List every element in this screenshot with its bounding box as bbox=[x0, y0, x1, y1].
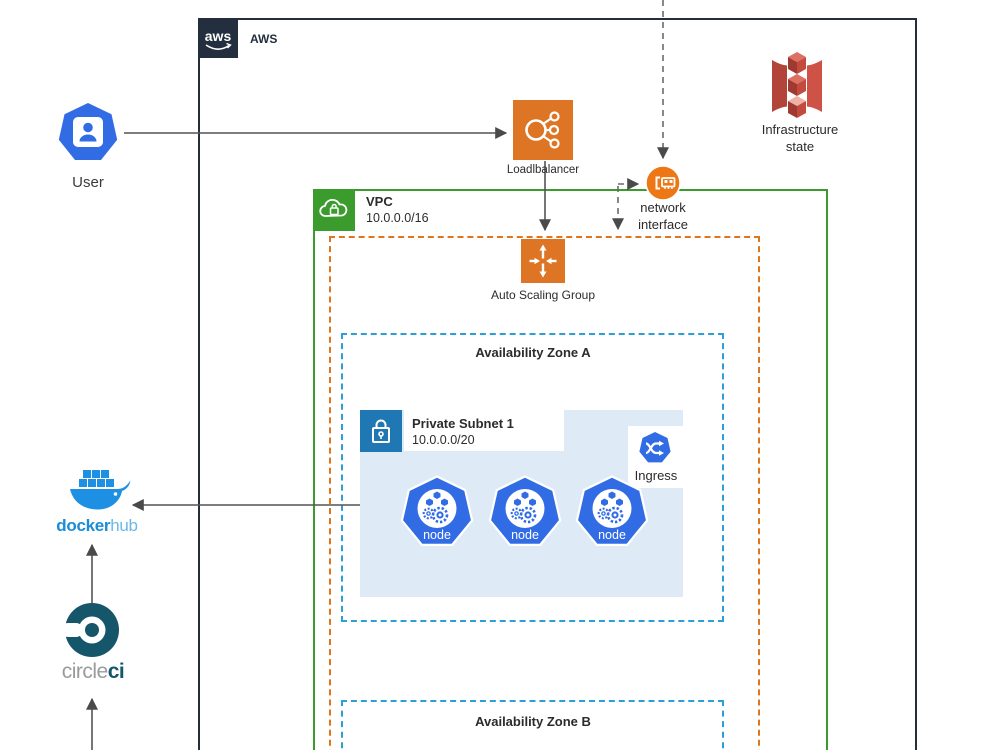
availability-zone-a-boundary bbox=[341, 333, 724, 622]
circleci-icon bbox=[64, 602, 120, 658]
private-subnet-cidr: 10.0.0.0/20 bbox=[412, 433, 475, 447]
k8s-node-1: node bbox=[399, 475, 475, 551]
aws-label: AWS bbox=[250, 32, 278, 46]
circleci-label: circleci bbox=[62, 660, 125, 684]
dockerhub-icon bbox=[66, 468, 136, 522]
k8s-node-2: node bbox=[487, 475, 563, 551]
network-interface-icon bbox=[645, 165, 681, 201]
node-label: node bbox=[511, 528, 539, 542]
availability-zone-b-boundary bbox=[341, 700, 724, 750]
dockerhub-word-docker: docker bbox=[56, 516, 111, 535]
aws-smile-icon bbox=[205, 44, 230, 50]
aws-logo: aws bbox=[198, 18, 238, 58]
aws-logo-text: aws bbox=[205, 28, 232, 44]
user-label: User bbox=[72, 174, 104, 191]
loadbalancer-icon bbox=[513, 100, 573, 160]
loadbalancer-label: Loadlbalancer bbox=[506, 164, 580, 176]
availability-zone-b-label: Availability Zone B bbox=[475, 714, 591, 729]
vpc-icon bbox=[313, 189, 355, 231]
availability-zone-a-label: Availability Zone A bbox=[475, 345, 591, 360]
infrastructure-state-icon bbox=[768, 52, 826, 120]
circleci-word-ci: ci bbox=[107, 660, 125, 683]
vpc-label: VPC bbox=[366, 194, 393, 209]
ingress-label: Ingress bbox=[634, 468, 678, 483]
network-interface-label: network interface bbox=[638, 200, 688, 232]
auto-scaling-group-boundary bbox=[329, 236, 760, 750]
ingress-icon bbox=[638, 431, 672, 465]
vpc-boundary bbox=[313, 189, 828, 750]
dockerhub-word-hub: hub bbox=[110, 516, 138, 535]
private-subnet-icon bbox=[360, 410, 402, 452]
vpc-cidr: 10.0.0.0/16 bbox=[366, 211, 429, 225]
node-label: node bbox=[598, 528, 626, 542]
private-subnet-label: Private Subnet 1 bbox=[412, 416, 514, 431]
aws-cloud-boundary bbox=[198, 18, 917, 750]
infrastructure-state-label: Infrastructure state bbox=[761, 122, 839, 154]
auto-scaling-group-icon bbox=[521, 239, 565, 283]
circleci-word-circle: circle bbox=[61, 660, 109, 683]
node-label: node bbox=[423, 528, 451, 542]
user-icon bbox=[56, 101, 120, 165]
dockerhub-label: dockerhub bbox=[56, 516, 138, 536]
auto-scaling-group-label: Auto Scaling Group bbox=[490, 288, 596, 302]
subnet-label-background bbox=[404, 409, 564, 451]
k8s-node-3: node bbox=[574, 475, 650, 551]
